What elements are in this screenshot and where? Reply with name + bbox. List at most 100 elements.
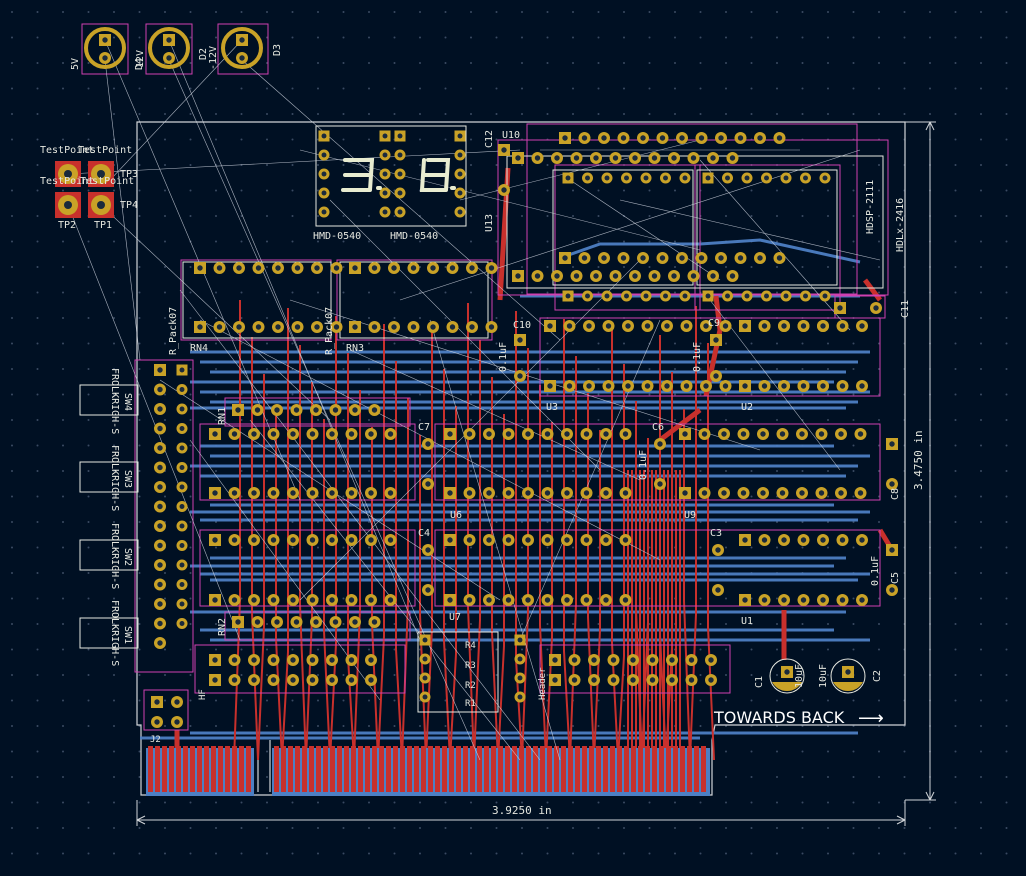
pad-hole: [764, 175, 769, 181]
tp3-value: TestPoint: [78, 145, 132, 156]
pad-hole: [610, 677, 617, 683]
pad-hole: [397, 190, 403, 196]
edge-finger: [666, 746, 671, 792]
pad-hole: [705, 175, 711, 181]
display-2-value: HMD-0540: [390, 231, 438, 242]
edge-finger: [211, 746, 216, 792]
courtyards: [81, 23, 889, 731]
pad-hole: [601, 135, 607, 141]
pad-hole: [803, 293, 808, 299]
edge-finger: [582, 746, 587, 792]
pad-hole: [309, 657, 316, 663]
pad-hole: [740, 431, 747, 437]
pad-hole: [329, 677, 335, 683]
edge-finger: [386, 746, 391, 792]
edge-finger: [680, 746, 685, 792]
edge-finger: [449, 746, 454, 792]
pad-hole: [632, 273, 638, 279]
pad-hole: [157, 562, 163, 568]
pad-hole: [391, 324, 397, 330]
pad-hole: [425, 441, 431, 447]
pad-hole: [624, 293, 629, 299]
pad-hole: [231, 537, 238, 543]
edge-finger: [624, 746, 629, 792]
tp2-ref: TP2: [58, 220, 76, 231]
pad-hole: [332, 619, 339, 625]
pad-hole: [838, 490, 844, 496]
pad-hole: [839, 383, 846, 389]
pad-hole: [179, 543, 185, 548]
pad-hole: [669, 677, 675, 683]
pad-hole: [671, 273, 677, 279]
edge-finger: [407, 746, 412, 792]
pad-hole: [515, 273, 521, 279]
pad-hole: [447, 597, 453, 603]
pad-hole: [466, 431, 473, 437]
pad-hole: [857, 431, 864, 437]
pad-hole: [166, 55, 172, 61]
led-d2-ref: D2: [198, 48, 209, 60]
pad-hole: [581, 135, 588, 141]
pad-hole: [216, 265, 223, 271]
pad-hole: [818, 490, 825, 496]
pad-hole: [329, 597, 335, 603]
pad-hole: [803, 175, 808, 181]
front-trace: [275, 411, 283, 761]
pad-hole: [632, 155, 638, 161]
pad-hole: [157, 445, 163, 451]
pad-hole: [604, 175, 610, 181]
pad-hole: [294, 324, 301, 330]
pad-hole: [583, 490, 590, 496]
pad-hole: [348, 677, 355, 683]
pad-hole: [179, 465, 185, 470]
pad-hole: [722, 383, 729, 389]
pad-hole: [397, 133, 403, 139]
pad-hole: [839, 597, 846, 603]
pad-hole: [387, 537, 394, 543]
edge-finger: [323, 746, 328, 792]
edge-finger: [274, 746, 279, 792]
sw2-value: FROLKRIGH-S: [109, 523, 120, 589]
testpoint-hole: [97, 170, 105, 178]
pad-hole: [643, 293, 649, 299]
pad-hole: [387, 597, 394, 603]
pad-hole: [544, 431, 551, 437]
pad-hole: [713, 373, 719, 379]
pad-hole: [466, 537, 473, 543]
pad-hole: [179, 445, 185, 451]
front-trace: [323, 419, 331, 761]
pad-hole: [231, 657, 238, 663]
pad-hole: [737, 255, 744, 261]
pad-hole: [290, 537, 296, 543]
pad-hole: [889, 441, 895, 447]
pad-hole: [722, 323, 729, 329]
c2-value: 10uF: [818, 664, 829, 688]
pad-hole: [701, 431, 708, 437]
pad-hole: [547, 383, 553, 389]
edge-connector[interactable]: [146, 746, 710, 796]
cap-outline: [769, 658, 805, 694]
pad-hole: [348, 490, 355, 496]
pad-hole: [625, 323, 631, 329]
pad-hole: [644, 383, 651, 389]
pad-hole: [837, 305, 843, 311]
pad-hole: [718, 255, 724, 261]
seven-segment-glyphs: [341, 158, 456, 192]
rn3-ref: RN3: [346, 343, 364, 354]
pad-hole: [157, 484, 163, 490]
ratsnest-line: [619, 199, 881, 261]
pad-hole: [781, 597, 787, 603]
pad-hole: [703, 383, 709, 389]
edge-finger: [428, 746, 433, 792]
pad-hole: [603, 431, 609, 437]
pads[interactable]: [55, 27, 898, 728]
pad-hole: [744, 293, 750, 299]
edge-finger: [575, 746, 580, 792]
pad-hole: [610, 657, 617, 663]
pad-hole: [703, 323, 709, 329]
edge-finger: [365, 746, 370, 792]
pad-hole: [447, 537, 453, 543]
pad-hole: [818, 431, 825, 437]
pad-hole: [352, 265, 358, 271]
